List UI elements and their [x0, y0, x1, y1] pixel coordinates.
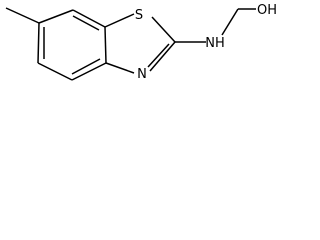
- ring-bond: [71, 62, 107, 81]
- ring-bond: [37, 22, 40, 64]
- ring-nitrogen-label: N: [137, 67, 147, 82]
- ring-double-bond: [72, 15, 100, 31]
- sulfur-label: S: [135, 8, 143, 23]
- hydroxyl-label: OH: [257, 3, 277, 18]
- ring-double-bond: [71, 58, 101, 75]
- methyl-bond: [5, 7, 40, 24]
- thiazole-bond: [104, 13, 135, 28]
- amine-nh-label: NH: [205, 36, 225, 51]
- methylene-bond: [221, 8, 239, 36]
- ring-bond: [37, 62, 73, 81]
- ring-bond: [104, 26, 107, 64]
- thiazole-double-bond: [147, 43, 170, 68]
- ring-bond: [72, 9, 106, 28]
- ring-bond: [38, 9, 74, 24]
- thiazole-bond: [151, 16, 176, 43]
- thiazole-bond: [149, 41, 176, 72]
- thiazole-bond: [105, 62, 135, 74]
- benzothiazole-structure: S N NH OH: [5, 3, 277, 82]
